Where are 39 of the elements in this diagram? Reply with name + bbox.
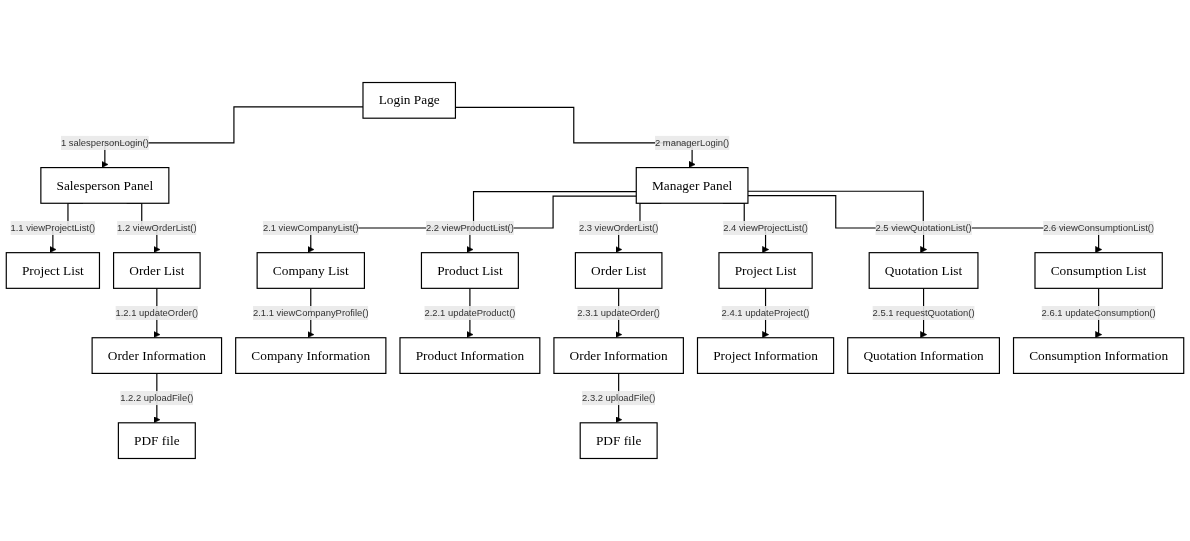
node-box: Quotation List (868, 252, 979, 289)
edge-label: 2.3 viewOrderList() (578, 222, 659, 234)
node-box: Product Information (399, 337, 541, 374)
node-box: Salesperson Panel (40, 167, 170, 204)
edge-label: 1.2 viewOrderList() (117, 222, 197, 234)
edge-label: 2.6 viewConsumptionList() (1043, 222, 1155, 234)
edge-label: 2.4.1 updateProject() (721, 307, 810, 319)
edge-label: 1.2.2 uploadFile() (120, 392, 194, 404)
edge-label: 2.6.1 updateConsumption() (1041, 307, 1156, 319)
node-box: Project List (5, 252, 101, 289)
node-box: Order Information (91, 337, 223, 374)
edge-label: 1 salespersonLogin() (60, 137, 149, 149)
node-box: Project Information (696, 337, 835, 374)
node-box: Order List (113, 252, 201, 289)
node-box: Company List (256, 252, 365, 289)
node-box: Product List (420, 252, 519, 289)
edge-label: 2.5 viewQuotationList() (875, 222, 972, 234)
edge-label: 2.3.1 updateOrder() (577, 307, 660, 319)
edge-label: 2.2 viewProductList() (425, 222, 514, 234)
edge-label: 2.3.2 uploadFile() (582, 392, 656, 404)
node-box: Project List (718, 252, 813, 289)
edge-label: 2.4 viewProjectList() (723, 222, 808, 234)
node-box: Order Information (553, 337, 684, 374)
edge-label: 2.5.1 requestQuotation() (872, 307, 975, 319)
edge-label: 2.1 viewCompanyList() (262, 222, 359, 234)
node-box: PDF file (117, 422, 196, 460)
node-box: Consumption Information (1012, 337, 1185, 374)
edge-label: 1.2.1 updateOrder() (115, 307, 199, 319)
node-box: Login Page (362, 81, 457, 119)
edge-label: 1.1 viewProjectList() (10, 222, 96, 234)
node-box: Order List (574, 252, 663, 289)
node-box: Consumption List (1034, 252, 1163, 289)
edge-label: 2 managerLogin() (654, 137, 730, 149)
edge-label: 2.1.1 viewCompanyProfile() (252, 307, 369, 319)
node-box: Company Information (235, 337, 387, 374)
node-box: Quotation Information (847, 337, 1000, 374)
node-box: Manager Panel (635, 167, 749, 204)
node-box: PDF file (579, 422, 658, 460)
edge-label: 2.2.1 updateProduct() (424, 307, 516, 319)
